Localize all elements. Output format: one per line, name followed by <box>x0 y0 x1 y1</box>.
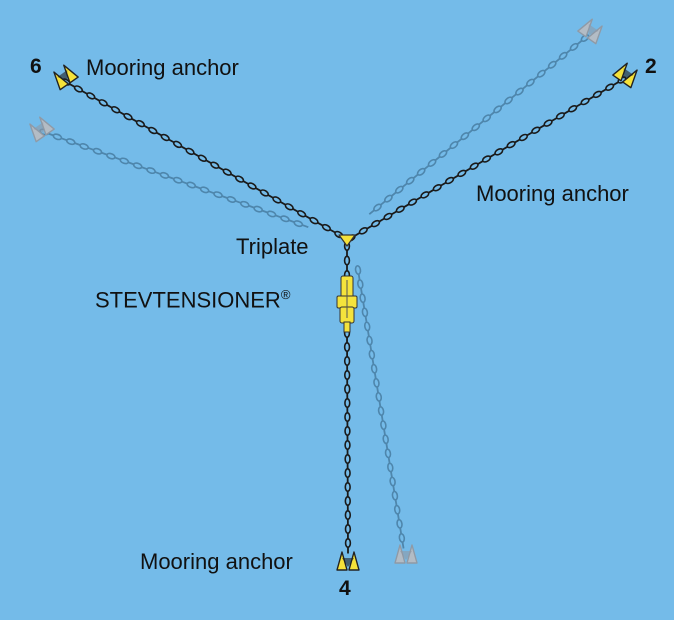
anchor-4-label: Mooring anchor <box>140 549 293 574</box>
chain-link <box>368 209 376 215</box>
chain-link <box>401 541 405 549</box>
anchor-6-icon <box>53 64 79 91</box>
chain-link <box>301 223 309 229</box>
triplate-icon <box>338 234 356 247</box>
ghost-chain-4 <box>354 265 406 549</box>
chain-triplate-tensioner <box>343 240 351 280</box>
tensioner-name: STEVTENSIONER <box>95 287 281 313</box>
anchor-shank <box>400 551 412 560</box>
ghost-anchor-2-icon <box>577 18 603 45</box>
anchor-4-number: 4 <box>339 577 351 600</box>
anchor-2-icon <box>612 62 638 89</box>
ghost-anchor-6-icon <box>29 116 55 143</box>
anchor-shank <box>57 70 68 81</box>
anchor-6-number: 6 <box>30 55 42 78</box>
anchor-2-number: 2 <box>645 55 657 78</box>
chain-6 <box>61 78 349 241</box>
ghost-chain-2 <box>368 33 590 215</box>
anchor-4-icon <box>336 551 360 571</box>
anchor-6-label: Mooring anchor <box>86 55 239 80</box>
tensioner-shackle <box>343 321 351 333</box>
registered-mark: ® <box>280 287 291 302</box>
anchor-shank <box>342 558 354 567</box>
anchor-2-label: Mooring anchor <box>476 181 629 206</box>
ghost-anchor-4-icon <box>394 544 418 564</box>
chain-4 <box>343 328 352 554</box>
tensioner-icon <box>336 275 358 333</box>
hardware-group <box>336 234 358 333</box>
ghost-chain-6 <box>39 128 309 229</box>
triplate-label: Triplate <box>236 234 309 259</box>
anchor-shank <box>588 24 599 35</box>
tensioner-label: STEVTENSIONER® <box>95 288 290 311</box>
anchor-shank <box>623 68 634 79</box>
anchor-group <box>29 18 638 571</box>
ghost-chain-group <box>39 33 590 549</box>
anchor-shank <box>33 122 44 133</box>
